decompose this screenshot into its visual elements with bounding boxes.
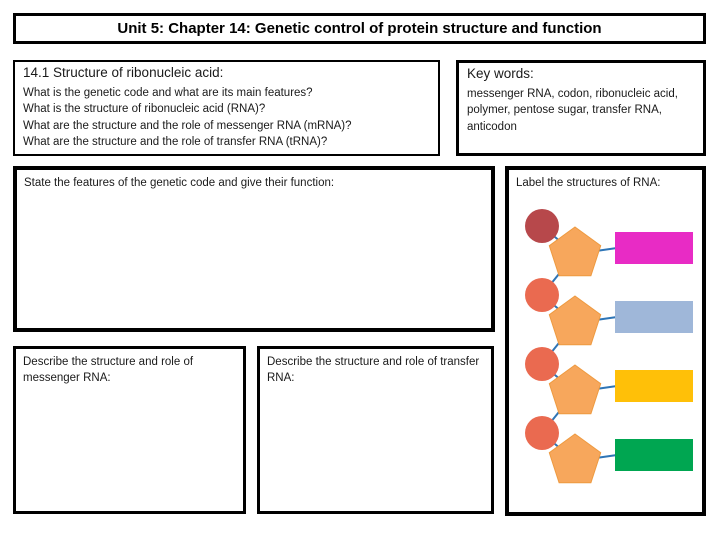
keywords-heading: Key words: [467,66,534,81]
base-rectangle [615,301,693,334]
question-line: What is the genetic code and what are it… [23,86,313,99]
genetic-code-prompt: State the features of the genetic code a… [24,177,335,189]
rna-diagram-prompt: Label the structures of RNA: [516,177,661,189]
keywords-box: Key words: messenger RNA, codon, ribonuc… [456,60,706,156]
question-line: What is the structure of ribonucleic aci… [23,103,266,116]
base-rectangle [615,439,693,472]
phosphate-circle [525,209,559,244]
nucleotide-2 [525,278,693,365]
pentose-sugar-pentagon [548,364,602,415]
topic-heading: 14.1 Structure of ribonucleic acid: [23,65,224,80]
base-rectangle [615,232,693,265]
phosphate-circle [525,347,559,382]
nucleotide-4 [525,416,693,484]
nucleotide-1 [525,209,693,296]
trna-prompt: Describe the structure and role of trans… [267,356,480,385]
phosphate-circle [525,278,559,313]
topic-questions-box: 14.1 Structure of ribonucleic acid: What… [13,60,440,156]
genetic-code-answer-box: State the features of the genetic code a… [13,166,495,332]
phosphate-circle [525,416,559,451]
rna-structure-diagram [525,209,693,484]
page-title-box: Unit 5: Chapter 14: Genetic control of p… [13,13,706,44]
page-title: Unit 5: Chapter 14: Genetic control of p… [117,20,602,37]
pentose-sugar-pentagon [548,226,602,277]
keywords-text: messenger RNA, codon, ribonucleic acid, … [467,87,678,133]
nucleotide-3 [525,347,693,434]
question-line: What are the structure and the role of m… [23,119,352,132]
mrna-prompt: Describe the structure and role of messe… [23,356,194,385]
trna-answer-box: Describe the structure and role of trans… [257,346,494,514]
topic-questions-list: What is the genetic code and what are it… [23,85,430,150]
base-rectangle [615,370,693,403]
pentose-sugar-pentagon [548,295,602,346]
rna-diagram-box: Label the structures of RNA: [505,166,706,516]
mrna-answer-box: Describe the structure and role of messe… [13,346,246,514]
question-line: What are the structure and the role of t… [23,135,328,148]
pentose-sugar-pentagon [548,433,602,484]
